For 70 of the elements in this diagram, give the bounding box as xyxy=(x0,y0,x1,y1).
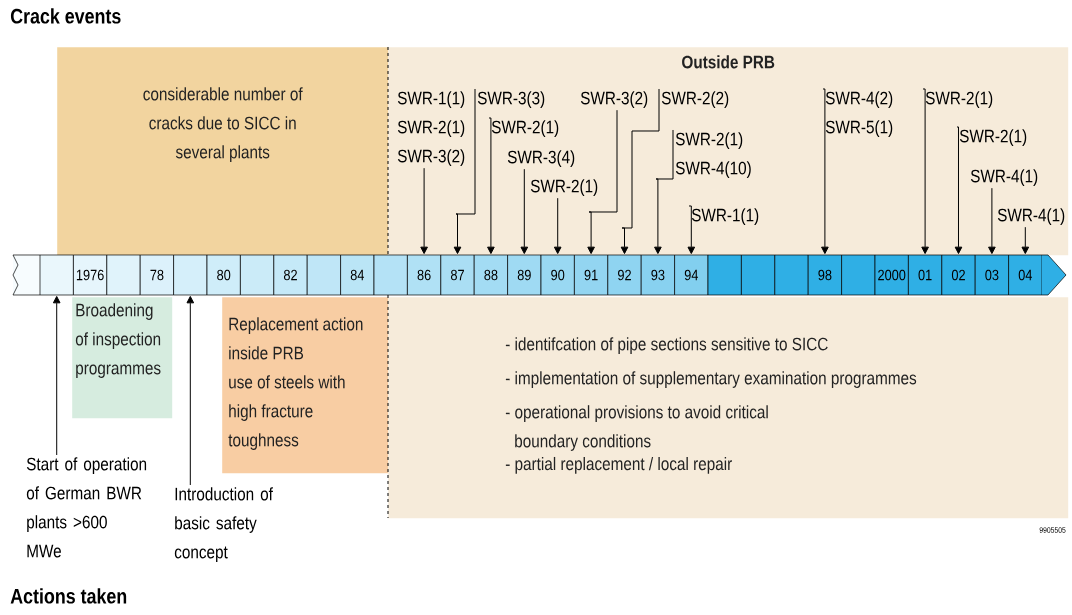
year-cell: 80 xyxy=(206,254,241,296)
arrow xyxy=(186,295,195,486)
arrow xyxy=(654,129,674,255)
year-cell: 92 xyxy=(607,254,642,296)
event-label: SWR-2(1) xyxy=(959,129,1027,146)
event-label: SWR-3(4) xyxy=(507,150,575,167)
action-box: Broadening of inspection programmes xyxy=(72,297,173,419)
milestone-label: Start of operation of German BWR plants >600 MWe xyxy=(26,457,147,558)
year-cell: 98 xyxy=(807,254,842,296)
year-cell xyxy=(707,254,742,296)
arrow xyxy=(453,88,476,255)
heading: Crack events xyxy=(10,8,121,24)
year-cell: 94 xyxy=(674,254,709,296)
year-cell: 03 xyxy=(974,254,1009,296)
event-label: SWR-1(1) SWR-2(1) SWR-3(2) xyxy=(397,91,465,166)
arrow xyxy=(1021,226,1030,255)
year-cell: 84 xyxy=(340,254,375,296)
arrow xyxy=(821,88,829,255)
arrow xyxy=(553,197,562,255)
year-cell xyxy=(12,254,41,296)
event-label: SWR-3(2) xyxy=(580,91,648,108)
arrow xyxy=(587,109,618,255)
event-label: SWR-4(2) SWR-5(1) xyxy=(825,91,893,137)
arrow xyxy=(954,126,963,255)
year-cell: 1976 xyxy=(73,254,108,296)
year-cell: 89 xyxy=(507,254,542,296)
event-label: SWR-2(1) xyxy=(530,179,598,196)
year-cell: 88 xyxy=(473,254,508,296)
year-cell xyxy=(774,254,809,296)
period-box: considerable number of cracks due to SICC in several plants xyxy=(57,47,389,256)
event-label: SWR-2(1) SWR-4(10) xyxy=(675,132,751,178)
arrow xyxy=(988,187,996,255)
arrow xyxy=(620,88,660,255)
year-cell: 90 xyxy=(540,254,575,296)
year-cell xyxy=(173,254,208,296)
year-cell xyxy=(373,254,408,296)
year-cell: 78 xyxy=(139,254,174,296)
year-cell xyxy=(306,254,341,296)
year-cell xyxy=(240,254,275,296)
figure-number: 9905505 xyxy=(1039,527,1066,533)
year-cell xyxy=(39,254,74,296)
event-label: SWR-1(1) xyxy=(691,208,759,225)
year-cell xyxy=(741,254,776,296)
year-cell: 86 xyxy=(407,254,442,296)
year-cell: 82 xyxy=(273,254,308,296)
milestone-label: Introduction of basic safety concept xyxy=(174,487,273,562)
year-cell xyxy=(106,254,141,296)
action-box: Replacement action inside PRB use of steels with high fracture toughness xyxy=(222,297,389,474)
year-cell: 93 xyxy=(640,254,675,296)
event-label: SWR-2(1) xyxy=(491,120,559,137)
arrow xyxy=(420,167,428,255)
event-label: SWR-4(1) xyxy=(997,208,1065,225)
arrow xyxy=(687,205,696,255)
arrow xyxy=(487,117,495,255)
year-cell: 91 xyxy=(574,254,609,296)
arrow xyxy=(52,295,61,456)
year-cell: 01 xyxy=(908,254,943,296)
arrow xyxy=(520,168,529,255)
arrow xyxy=(921,88,929,255)
heading: Actions taken xyxy=(10,588,127,604)
year-cell: 02 xyxy=(941,254,976,296)
year-cell: 04 xyxy=(1008,254,1043,296)
year-cell: 87 xyxy=(440,254,475,296)
year-cell xyxy=(841,254,876,296)
year-cell: 2000 xyxy=(874,254,909,296)
action-panel: - identifcation of pipe sections sensitive to SICC - implementation of supplementary examination programmes - operational provisions to avoid critical boundary conditions - partial replacement / local repair xyxy=(388,297,1069,519)
event-label: SWR-2(2) xyxy=(661,91,729,108)
event-label: SWR-2(1) xyxy=(925,91,993,108)
event-label: SWR-3(3) xyxy=(477,91,545,108)
event-label: SWR-4(1) xyxy=(970,169,1038,186)
